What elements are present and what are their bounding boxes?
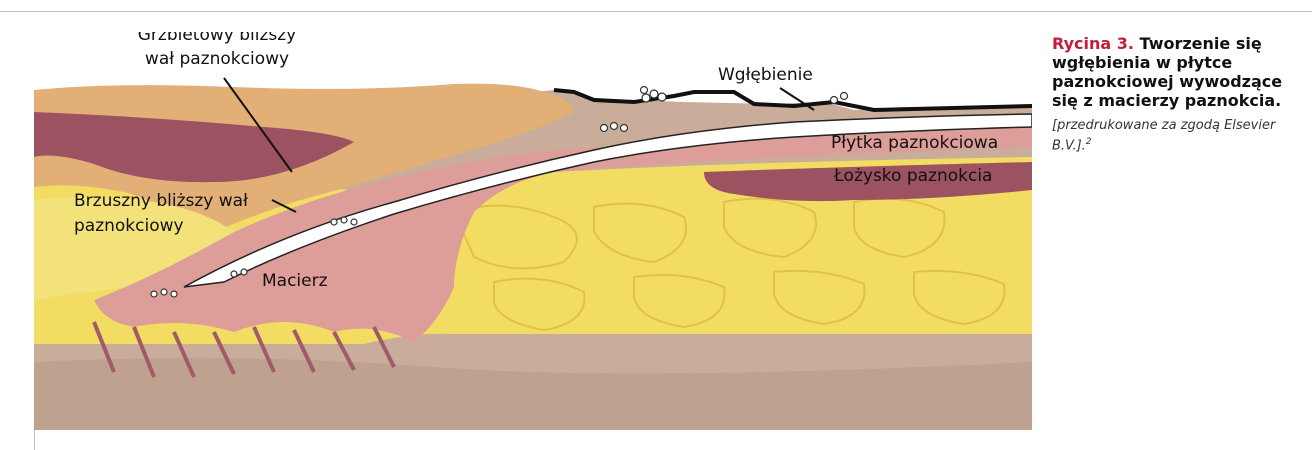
label-nail-bed: Łożysko paznokcia xyxy=(833,166,992,186)
label-ventral-fold-line2: paznokciowy xyxy=(74,216,184,236)
figure-caption: Rycina 3. Tworzenie się wgłębienia w pły… xyxy=(1052,34,1292,154)
top-rule xyxy=(0,11,1312,12)
label-pit: Wgłębienie xyxy=(718,65,813,85)
label-dorsal-fold-line1: Grzbietowy bliższy xyxy=(138,32,297,45)
label-nail-plate: Płytka paznokciowa xyxy=(831,133,998,153)
caption-note-text: [przedrukowane za zgodą Elsevier B.V.]. xyxy=(1052,118,1275,153)
label-ventral-fold-line1: Brzuszny bliższy wał xyxy=(74,191,248,211)
label-matrix: Macierz xyxy=(262,271,328,291)
caption-note: [przedrukowane za zgodą Elsevier B.V.].2 xyxy=(1052,117,1292,154)
caption-ref: 2 xyxy=(1086,137,1092,147)
caption-number: Rycina 3. xyxy=(1052,34,1134,53)
nail-cross-section-illustration: Grzbietowy bliższy wał paznokciowy Wgłęb… xyxy=(34,32,1032,430)
caption-title: Rycina 3. Tworzenie się wgłębienia w pły… xyxy=(1052,34,1292,110)
label-dorsal-fold-line2: wał paznokciowy xyxy=(145,49,289,69)
